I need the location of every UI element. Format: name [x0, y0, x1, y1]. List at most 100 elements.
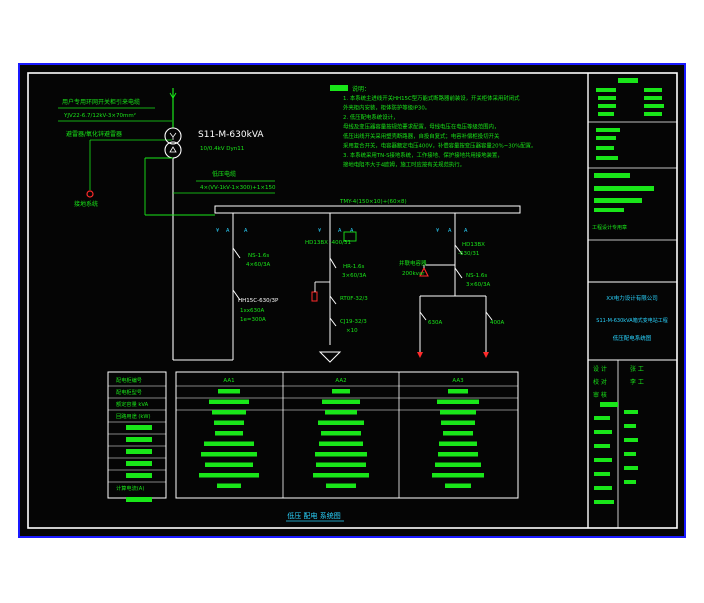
table-cell-value [218, 389, 240, 394]
title-block-entry [644, 112, 662, 116]
title-block-entry [594, 416, 610, 420]
svg-text:A: A [226, 228, 230, 234]
busbar-label: TMY-4(150×10)+(60×8) [339, 199, 407, 205]
table-cell-value [215, 431, 243, 436]
title-block-entry [594, 444, 610, 448]
svg-text:A: A [338, 228, 342, 234]
cap-fuse2-sub: ×10 [346, 328, 358, 334]
title-block-entry [594, 458, 612, 462]
table-cell-value [439, 441, 477, 446]
title-block-entry [624, 438, 638, 442]
title-block-entry [618, 78, 638, 83]
svg-text:¥: ¥ [318, 228, 321, 234]
table-cell-value [315, 452, 367, 457]
table-cell-value [448, 389, 468, 394]
table-title: 低压 配电 系统图 [287, 511, 340, 520]
cap-rating: HD13BX -400/31 [305, 240, 351, 246]
lv-cable-title: 低压电缆 [212, 170, 236, 178]
transformer-model: S11-M-630kVA [198, 130, 264, 140]
table-cell-value [438, 452, 478, 457]
drawing-border [27, 72, 678, 529]
title-block-entry [594, 186, 654, 191]
svg-text:¥: ¥ [436, 228, 439, 234]
lv-cable-spec: 4×(VV-1kV-1×300)+1×150 [200, 185, 276, 191]
title-block-entry [594, 430, 612, 434]
table-cell-value [441, 420, 475, 425]
title-block-entry [594, 486, 612, 490]
table-row-label: 额定容量 kVA [116, 400, 149, 408]
feeder-switch: HD13BX [462, 242, 485, 248]
notes-line: 采用复合开关，电容器额定电压400V，补偿容量按变压器容量20%~30%配置。 [343, 142, 536, 150]
cap-switch: HR-1.6s [343, 264, 364, 270]
table-cell-value [313, 473, 369, 478]
table-cell-value [437, 399, 479, 404]
arrester-label: 避雷器/氧化锌避雷器 [66, 130, 122, 138]
table-cell-value [199, 473, 259, 478]
notes-line: 母线及变压器容量按规范要求配置，母线电压在电压等级范围内， [343, 123, 499, 131]
table-cell-value [432, 473, 484, 478]
table-row-label: 计算电流(A) [116, 484, 144, 492]
title-role-approve: 审 核 [593, 391, 607, 399]
svg-text:¥: ¥ [216, 228, 219, 234]
title-project: S11-M-630kVA箱式变电站工程 [596, 317, 667, 324]
breaker1-type: NS-1.6s [248, 253, 269, 259]
table-col-header: AA1 [223, 378, 234, 384]
incoming-label: 用户专用环网开关柜引来电缆 [62, 98, 140, 106]
title-role-check: 校 对 [593, 378, 607, 386]
title-block-entry [596, 136, 616, 140]
table-col-header: AA3 [452, 378, 464, 384]
table-row-label: 回路用途 (kW) [116, 412, 151, 420]
incoming-cable-label: YJV22-6.7/12kV-3×70mm² [63, 112, 136, 119]
feeder-capacitor: ¥ A A HD13BX -400/31 HR-1.6s 3×60/3A RT0… [305, 213, 368, 363]
ground-label: 接地系统 [74, 200, 98, 208]
table-cell-value [212, 410, 246, 415]
title-block: XX电力设计有限公司 S11-M-630kVA箱式变电站工程 低压配电系统图 设… [587, 73, 677, 528]
breaker2-type: HH15C-630/3P [238, 298, 279, 304]
table-cell-value [204, 441, 254, 446]
title-block-entry [624, 424, 636, 428]
title-block-entry [594, 472, 610, 476]
incoming-feeder: 用户专用环网开关柜引来电缆 YJV22-6.7/12kV-3×70mm² 避雷器… [58, 88, 177, 208]
table-cell-value [318, 420, 364, 425]
main-busbar: TMY-4(150×10)+(60×8) [214, 199, 521, 214]
cap-fuse2: CJ19-32/3 [340, 319, 367, 325]
table-cell-value [316, 462, 366, 467]
table-cell-value [443, 431, 473, 436]
title-block-entry [644, 104, 664, 108]
feeder-switch-sub: -630/31 [458, 251, 479, 257]
comp-cap-symbol [419, 266, 429, 277]
meter-box [343, 231, 357, 242]
title-name-design: 张 工 [630, 365, 644, 373]
table-cell-value [322, 399, 360, 404]
comp-cap-kvar: 200kvar [402, 271, 425, 277]
table-cell-value [217, 483, 241, 488]
notes-line: 3. 本系统采用TN-S接地系统，工作接地、保护接地共用接地装置， [343, 151, 503, 159]
table-cell-value [201, 452, 257, 457]
title-role-design: 设 计 [593, 365, 607, 373]
table-cell-value [321, 431, 361, 436]
feeder1-rating: 630A [428, 320, 442, 326]
table-cell-value [205, 462, 253, 467]
title-block-entry [624, 466, 638, 470]
transformer-ratio: 10/0.4kV Dyn11 [200, 146, 244, 152]
breaker1-spec: 4×60/3A [246, 262, 270, 268]
title-block-entry [596, 146, 614, 150]
table-row-label-block [126, 437, 152, 442]
title-block-entry [624, 410, 638, 414]
svg-text:A: A [464, 228, 468, 234]
table-cell-value [325, 410, 357, 415]
table-row-label-block [126, 473, 152, 478]
feeder2-rating: 400A [490, 320, 504, 326]
table-row-label-block [126, 449, 152, 454]
table-row-label-block [126, 425, 152, 430]
table-cell-value [326, 483, 356, 488]
feeder-outgoing: ¥ A A HD13BX -630/31 并联电容器 200kvar NS-1.… [399, 213, 504, 358]
table-cell-value [445, 483, 471, 488]
svg-text:A: A [244, 228, 248, 234]
title-name-check: 李 工 [630, 378, 644, 386]
svg-text:A: A [448, 228, 452, 234]
title-block-entry [600, 402, 618, 407]
table-col-header: AA2 [335, 378, 346, 384]
